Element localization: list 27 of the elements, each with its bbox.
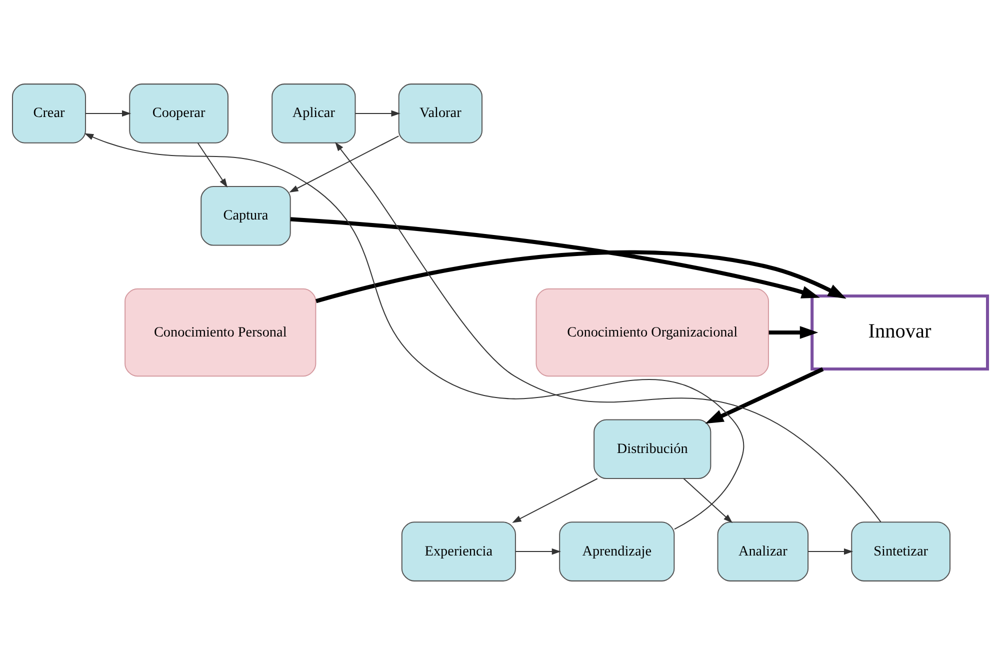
arrow <box>289 135 399 192</box>
node-box: Innovar <box>810 294 990 370</box>
arrow <box>86 110 132 116</box>
arrow <box>512 478 598 522</box>
node-box: Captura <box>200 185 291 246</box>
arrow <box>683 478 733 522</box>
node-box: Sintetizar <box>851 521 950 581</box>
node-box: Analizar <box>717 521 809 581</box>
node-box: Crear <box>12 83 86 143</box>
node-box: Conocimiento Personal <box>124 288 316 376</box>
arrow <box>335 141 882 522</box>
arrow <box>355 110 400 116</box>
arrow <box>768 326 818 338</box>
node-box: Cooperar <box>129 83 228 143</box>
node-box: Aplicar <box>272 83 356 143</box>
arrow <box>197 142 228 188</box>
arrow <box>290 216 820 298</box>
arrow <box>705 366 824 424</box>
node-box: Conocimiento Organizacional <box>536 288 769 376</box>
arrow <box>808 548 854 554</box>
node-box: Aprendizaje <box>559 521 675 581</box>
arrow <box>84 132 744 530</box>
arrow <box>516 548 561 554</box>
node-box: Valorar <box>398 83 482 143</box>
arrow <box>316 250 846 303</box>
node-box: Distribución <box>594 418 712 479</box>
node-box: Experiencia <box>401 521 516 581</box>
